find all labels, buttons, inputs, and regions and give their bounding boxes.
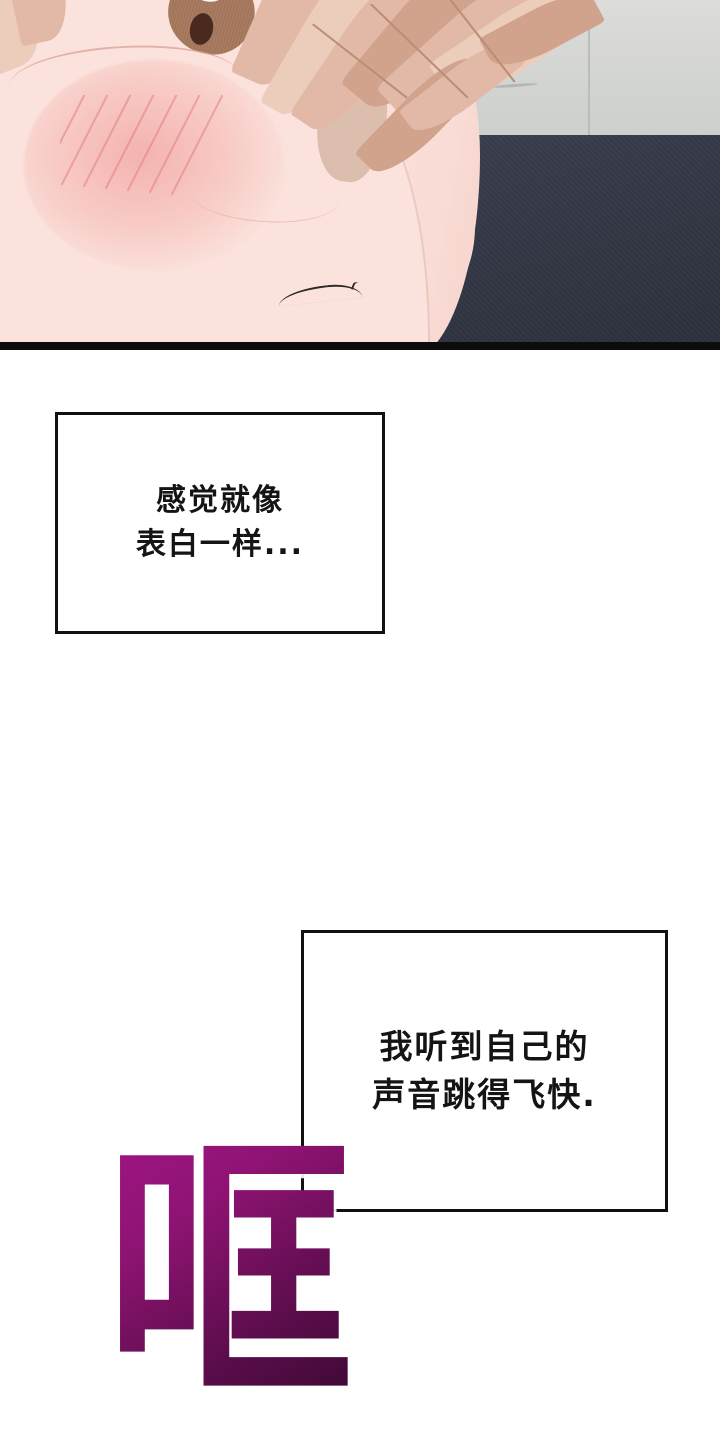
- caption-line: 表白一样...: [135, 527, 305, 562]
- caption-line: 感觉就像: [156, 482, 284, 518]
- caption-box-1: 感觉就像 表白一样...: [55, 412, 385, 634]
- wall-seam-line: [588, 0, 590, 135]
- caption-line: 声音跳得飞快.: [372, 1075, 597, 1114]
- comic-panel-face: [0, 0, 720, 350]
- caption-box-2: 我听到自己的 声音跳得飞快.: [301, 930, 668, 1212]
- caption-line: 我听到自己的: [379, 1026, 590, 1066]
- panel-bottom-border: [0, 342, 720, 350]
